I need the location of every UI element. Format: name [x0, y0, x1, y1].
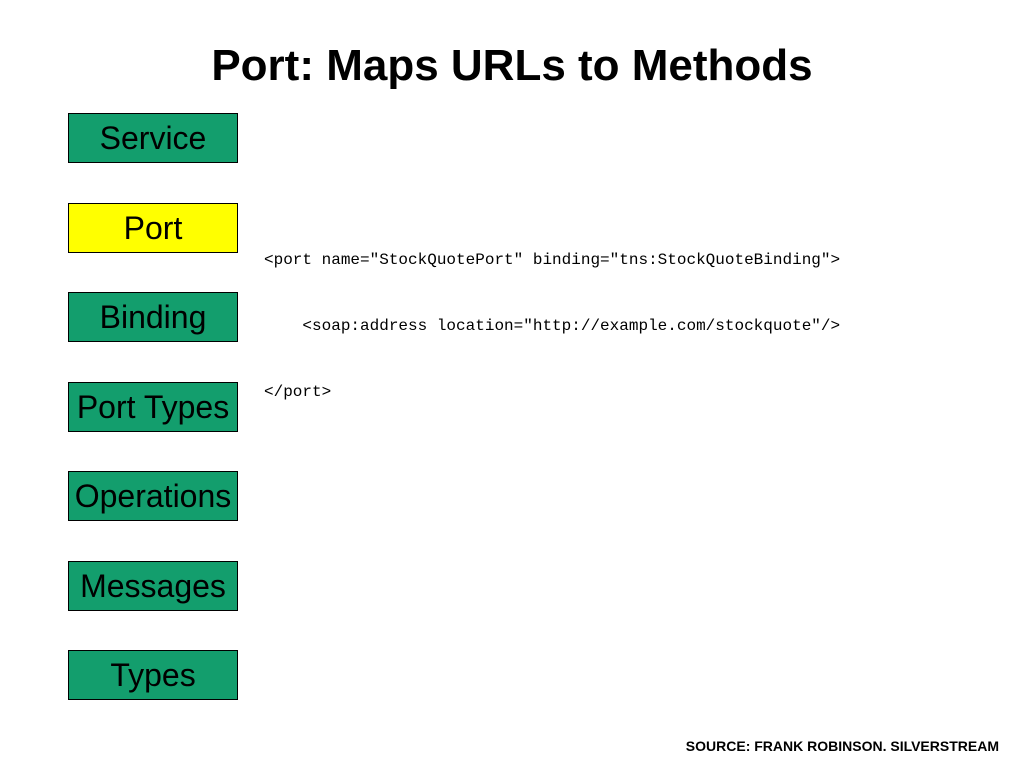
port-types-box: Port Types	[68, 382, 238, 432]
messages-box: Messages	[68, 561, 238, 611]
types-box: Types	[68, 650, 238, 700]
source-credit: SOURCE: FRANK ROBINSON. SILVERSTREAM	[685, 738, 999, 754]
code-line: <port name="StockQuotePort" binding="tns…	[264, 251, 841, 269]
wsdl-code-block: <port name="StockQuotePort" binding="tns…	[264, 205, 1004, 425]
code-line: </port>	[264, 383, 332, 401]
slide-title: Port: Maps URLs to Methods	[211, 41, 813, 90]
code-line: <soap:address location="http://example.c…	[264, 317, 841, 335]
binding-box: Binding	[68, 292, 238, 342]
operations-box: Operations	[68, 471, 238, 521]
service-box: Service	[68, 113, 238, 163]
port-box: Port	[68, 203, 238, 253]
